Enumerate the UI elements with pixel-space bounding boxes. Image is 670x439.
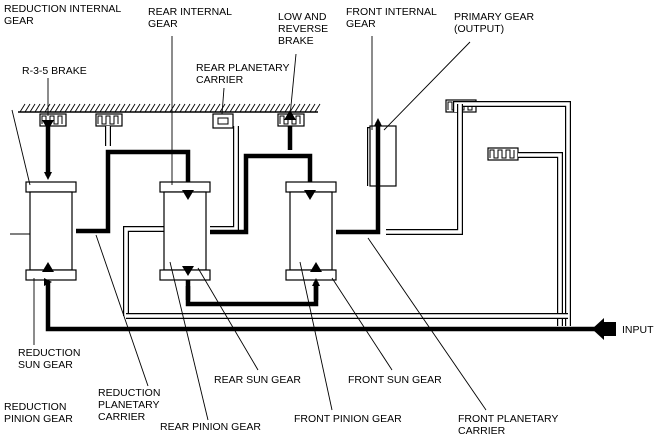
case-hatch-line bbox=[19, 103, 26, 113]
label-rear-internal-gear: REAR INTERNAL GEAR bbox=[148, 6, 235, 30]
case-hatch-line bbox=[314, 103, 321, 113]
case-hatch-line bbox=[134, 103, 141, 113]
case-hatch-line bbox=[309, 103, 316, 113]
case-hatch-line bbox=[109, 103, 116, 113]
case-hatch-line bbox=[249, 103, 256, 113]
case-hatch-line bbox=[114, 103, 121, 113]
label-front-sun-gear: FRONT SUN GEAR bbox=[348, 374, 442, 386]
inactive-shafts bbox=[105, 101, 571, 326]
front-planetary-set bbox=[285, 181, 337, 281]
case-hatch-line bbox=[194, 103, 201, 113]
rear-carrier-one-way-clutch-symbol bbox=[212, 113, 234, 129]
case-hatch-line bbox=[214, 103, 221, 113]
case-hatch-line bbox=[199, 103, 206, 113]
rear-planetary-set bbox=[159, 181, 211, 281]
case-hatch-line bbox=[149, 103, 156, 113]
label-reduction-planetary-carrier: REDUCTION PLANETARY CARRIER bbox=[98, 387, 163, 423]
case-hatch-line bbox=[119, 103, 126, 113]
case-hatch-line bbox=[179, 103, 186, 113]
case-hatch-line bbox=[99, 103, 106, 113]
case-hatch-line bbox=[39, 103, 46, 113]
label-primary-gear: PRIMARY GEAR (OUTPUT) bbox=[454, 11, 537, 35]
label-rear-pinion-gear: REAR PINION GEAR bbox=[160, 421, 261, 433]
case-hatch-line bbox=[209, 103, 216, 113]
reduction-carrier-clutch-symbol bbox=[95, 113, 123, 127]
case-hatch-line bbox=[139, 103, 146, 113]
case-hatch-line bbox=[154, 103, 161, 113]
case-hatch-line bbox=[224, 103, 231, 113]
label-reduction-internal-gear: REDUCTION INTERNAL GEAR bbox=[4, 3, 124, 27]
transmission-case bbox=[18, 103, 321, 113]
label-rear-planetary-carrier: REAR PLANETARY CARRIER bbox=[196, 62, 292, 86]
case-hatch-line bbox=[34, 103, 41, 113]
case-hatch-line bbox=[294, 103, 301, 113]
label-rear-sun-gear: REAR SUN GEAR bbox=[214, 374, 301, 386]
label-front-planetary-carrier: FRONT PLANETARY CARRIER bbox=[458, 413, 561, 437]
case-hatch-line bbox=[164, 103, 171, 113]
case-hatch-line bbox=[129, 103, 136, 113]
case-hatch-line bbox=[264, 103, 271, 113]
case-hatch-line bbox=[299, 103, 306, 113]
case-hatch-line bbox=[204, 103, 211, 113]
case-hatch-line bbox=[94, 103, 101, 113]
label-reduction-sun-gear: REDUCTION SUN GEAR bbox=[18, 347, 83, 371]
label-reduction-pinion-gear: REDUCTION PINION GEAR bbox=[4, 401, 73, 425]
case-hatch-line bbox=[259, 103, 266, 113]
reduction-planetary-set bbox=[25, 181, 77, 281]
case-hatch-line bbox=[269, 103, 276, 113]
power-flow bbox=[48, 118, 600, 332]
case-hatch-line bbox=[274, 103, 281, 113]
case-hatch-line bbox=[64, 103, 71, 113]
case-hatch-line bbox=[24, 103, 31, 113]
case-hatch-line bbox=[279, 103, 286, 113]
case-hatch-line bbox=[159, 103, 166, 113]
label-r35-brake: R-3-5 BRAKE bbox=[22, 65, 87, 77]
case-hatch-line bbox=[239, 103, 246, 113]
label-front-pinion-gear: FRONT PINION GEAR bbox=[294, 413, 402, 425]
case-hatch-line bbox=[104, 103, 111, 113]
case-hatch-line bbox=[59, 103, 66, 113]
input-arrow-icon bbox=[592, 318, 616, 340]
case-hatch-line bbox=[54, 103, 61, 113]
leader-lines bbox=[10, 36, 487, 421]
case-hatch-line bbox=[29, 103, 36, 113]
flow-arrows bbox=[42, 110, 322, 276]
case-hatch-line bbox=[189, 103, 196, 113]
label-low-reverse-brake: LOW AND REVERSE BRAKE bbox=[278, 11, 331, 47]
label-front-internal-gear: FRONT INTERNAL GEAR bbox=[346, 6, 439, 30]
case-hatch-line bbox=[89, 103, 96, 113]
clutch-symbol-lower bbox=[487, 147, 519, 161]
case-hatch-line bbox=[304, 103, 311, 113]
label-input: INPUT bbox=[622, 324, 654, 336]
case-hatch-line bbox=[79, 103, 86, 113]
case-hatch-line bbox=[144, 103, 151, 113]
case-hatch-line bbox=[44, 103, 51, 113]
case-hatch-line bbox=[254, 103, 261, 113]
case-hatch-line bbox=[244, 103, 251, 113]
case-hatch-line bbox=[184, 103, 191, 113]
case-hatch-line bbox=[124, 103, 131, 113]
case-hatch-line bbox=[229, 103, 236, 113]
case-hatch-line bbox=[49, 103, 56, 113]
case-hatch-line bbox=[169, 103, 176, 113]
case-hatch-line bbox=[84, 103, 91, 113]
case-hatch-line bbox=[284, 103, 291, 113]
case-hatch-line bbox=[234, 103, 241, 113]
case-hatch-line bbox=[174, 103, 181, 113]
case-hatch-line bbox=[74, 103, 81, 113]
primary-gear-drum bbox=[369, 125, 397, 187]
case-hatch-line bbox=[69, 103, 76, 113]
